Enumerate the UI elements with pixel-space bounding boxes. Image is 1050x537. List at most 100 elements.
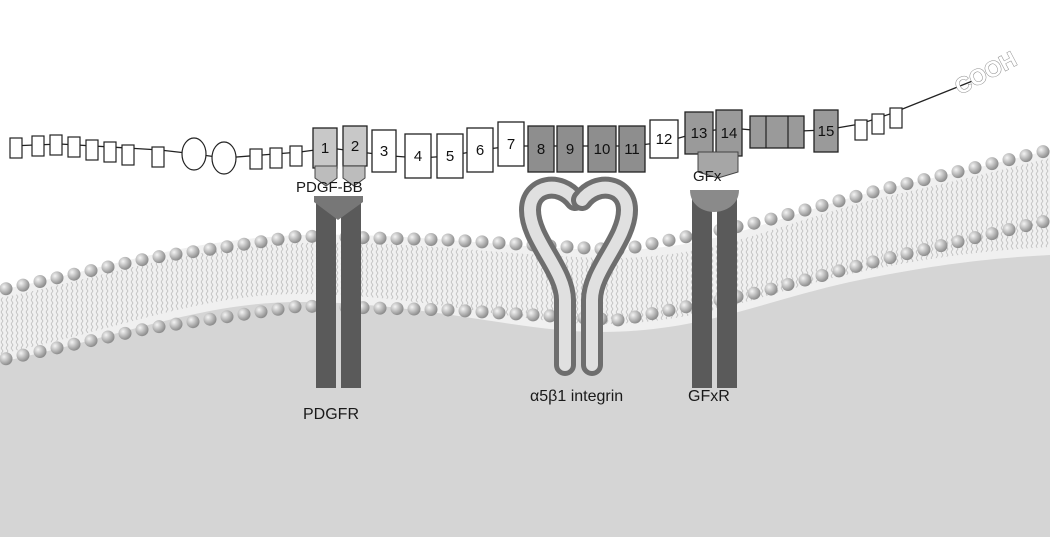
lipid-head <box>84 334 98 348</box>
module-number: 15 <box>818 123 835 140</box>
lipid-head <box>832 264 846 278</box>
lipid-head <box>866 255 880 269</box>
lipid-head <box>390 232 404 246</box>
cooh-terminus: COOH <box>951 46 1021 99</box>
lipid-head <box>152 250 166 264</box>
lipid-head <box>781 278 795 292</box>
label-gfx: GFx <box>693 168 722 185</box>
lipid-head <box>407 232 421 246</box>
module-3: 3 <box>371 129 397 173</box>
lipid-head <box>934 239 948 253</box>
lipid-head <box>951 165 965 179</box>
chain-module <box>103 141 117 163</box>
lipid-head <box>968 161 982 175</box>
lipid-head <box>747 216 761 230</box>
module-13: 13 <box>684 111 714 155</box>
lipid-head <box>832 194 846 208</box>
lipid-head <box>475 235 489 249</box>
module-number: 3 <box>380 143 388 160</box>
lipid-head <box>390 302 404 316</box>
integrin-dimer <box>518 176 639 376</box>
module-10: 10 <box>587 125 617 173</box>
lipid-head <box>1019 219 1033 233</box>
lipid-head <box>849 189 863 203</box>
module-7: 7 <box>497 121 525 167</box>
lipid-head <box>135 323 149 337</box>
lipid-head <box>101 260 115 274</box>
lipid-head <box>1019 149 1033 163</box>
gfx-ligand <box>697 151 739 179</box>
label-pdgf-bb: PDGF-BB <box>296 179 363 196</box>
lipid-head <box>628 240 642 254</box>
lipid-head <box>611 313 625 327</box>
module-1: 1 <box>312 127 338 169</box>
module-box <box>404 133 432 179</box>
module-box <box>342 125 368 167</box>
module-9: 9 <box>556 125 584 173</box>
lipid-head <box>968 231 982 245</box>
lipid-head <box>492 236 506 250</box>
chain-module <box>31 135 45 157</box>
lipid-head <box>815 198 829 212</box>
lipid-head <box>50 271 64 285</box>
chain-module <box>854 119 868 141</box>
lipid-head <box>84 264 98 278</box>
lipid-head <box>305 299 319 313</box>
lipid-head <box>849 259 863 273</box>
pdgf-bb-ligand <box>342 165 366 187</box>
lipid-head <box>254 305 268 319</box>
lipid-head <box>560 240 574 254</box>
lipid-head <box>220 310 234 324</box>
lipid-head <box>900 177 914 191</box>
lipid-head <box>764 282 778 296</box>
lipid-head <box>679 230 693 244</box>
lipid-head <box>917 243 931 257</box>
lipid-head <box>866 185 880 199</box>
lipid-head <box>798 203 812 217</box>
module-2: 2 <box>342 125 368 167</box>
module-box <box>684 111 714 155</box>
module-12: 12 <box>649 119 679 159</box>
module-8: 8 <box>527 125 555 173</box>
lipid-head <box>662 303 676 317</box>
module-number: 9 <box>566 141 574 158</box>
lipid-head <box>152 320 166 334</box>
module-number: 2 <box>351 138 359 155</box>
module-box <box>436 133 464 179</box>
lipid-head <box>186 315 200 329</box>
gfx-receptor <box>690 190 739 388</box>
lipid-head <box>33 344 47 358</box>
module-number: 12 <box>656 131 673 148</box>
module-box <box>618 125 646 173</box>
lipid-head <box>883 251 897 265</box>
lipid-head <box>1036 215 1050 229</box>
module-box <box>587 125 617 173</box>
module-number: 5 <box>446 148 454 165</box>
lipid-head <box>305 229 319 243</box>
lipid-head <box>441 303 455 317</box>
lipid-head <box>645 237 659 251</box>
module-number: 4 <box>414 148 422 165</box>
lipid-head <box>288 230 302 244</box>
chain-module <box>67 136 81 158</box>
lipid-head <box>458 234 472 248</box>
lipid-head <box>169 317 183 331</box>
lipid-head <box>169 247 183 261</box>
chain-module <box>121 144 135 166</box>
lipid-head <box>747 286 761 300</box>
lipid-head <box>407 302 421 316</box>
lipid-head <box>373 231 387 245</box>
lipid-head <box>917 173 931 187</box>
module-number: 14 <box>721 125 738 142</box>
lipid-head <box>679 300 693 314</box>
lipid-head <box>628 310 642 324</box>
chain-module <box>871 113 885 135</box>
lipid-head <box>135 253 149 267</box>
lipid-head <box>509 307 523 321</box>
lipid-head <box>67 337 81 351</box>
chain-module <box>151 146 165 168</box>
lipid-tails <box>0 158 1050 354</box>
lipid-head <box>424 302 438 316</box>
module-number: 6 <box>476 142 484 159</box>
